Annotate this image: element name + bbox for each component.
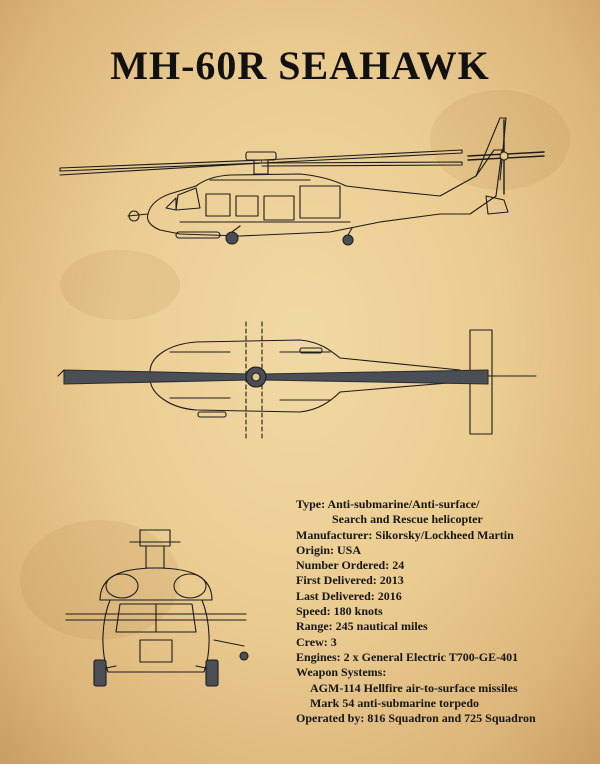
spec-weapon-item: AGM-114 Hellfire air-to-surface missiles (310, 680, 518, 695)
spec-origin: Origin: USA (296, 542, 362, 557)
spec-speed: Speed: 180 knots (296, 604, 383, 619)
side-view-drawing (59, 117, 545, 246)
paper-stain (430, 90, 570, 190)
spec-weapon-item: Mark 54 anti-submarine torpedo (310, 695, 479, 710)
spec-operated-by: Operated by: 816 Squadron and 725 Squadr… (296, 711, 536, 726)
spec-weapons-label: Weapon Systems: (296, 665, 387, 680)
spec-manufacturer: Manufacturer: Sikorsky/Lockheed Martin (296, 527, 514, 542)
spec-last-delivered: Last Delivered: 2016 (296, 588, 402, 603)
paper-stain (60, 250, 180, 320)
specifications-list: Type: Anti-submarine/Anti-surface/ Searc… (296, 497, 596, 726)
spec-type-continued: Search and Rescue helicopter (332, 512, 483, 527)
spec-engines: Engines: 2 x General Electric T700-GE-40… (296, 649, 519, 664)
front-view-drawing (65, 529, 249, 687)
spec-crew: Crew: 3 (296, 634, 337, 649)
spec-number-ordered: Number Ordered: 24 (296, 558, 405, 573)
spec-first-delivered: First Delivered: 2013 (296, 573, 404, 588)
top-view-drawing (57, 321, 537, 441)
spec-type: Type: Anti-submarine/Anti-surface/ (296, 497, 480, 511)
spec-range: Range: 245 nautical miles (296, 619, 428, 634)
page-title: MH-60R SEAHAWK (110, 43, 490, 88)
